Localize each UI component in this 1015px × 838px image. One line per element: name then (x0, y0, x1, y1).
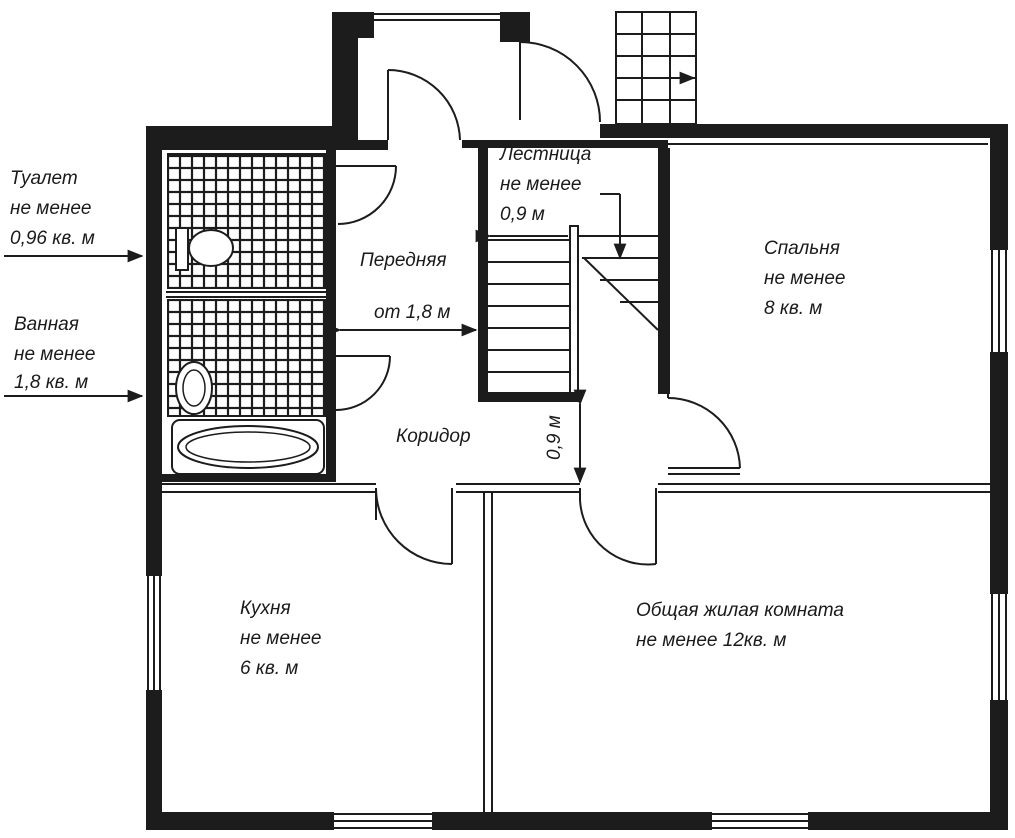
toilet-label-3: 0,96 кв. м (10, 228, 95, 249)
kitchen-label-3: 6 кв. м (240, 658, 298, 679)
front-hall-label: Передняя (360, 250, 447, 271)
door-bedroom (667, 394, 741, 475)
dimensions (4, 193, 627, 484)
door-entrance-left (387, 69, 461, 141)
bedroom-label-2: не менее (764, 268, 845, 289)
door-bathroom (335, 355, 391, 411)
hall-width-label: от 1,8 м (374, 302, 450, 323)
dimension-stair-width (475, 193, 627, 260)
window-left (147, 576, 161, 690)
door-toilet (336, 165, 397, 225)
labels: Туалет не менее 0,96 кв. м Ванная не мен… (10, 144, 845, 679)
window-right-upper (991, 250, 1007, 352)
doors (335, 40, 741, 566)
window-bottom-left (334, 813, 432, 829)
door-living (579, 488, 657, 566)
inner-stair (488, 225, 659, 395)
toilet-label-2: не менее (10, 198, 91, 219)
kitchen-label-2: не менее (240, 628, 321, 649)
window-right-lower (991, 594, 1007, 700)
door-kitchen (375, 487, 453, 565)
sink-icon (175, 361, 213, 415)
bathroom-label-1: Ванная (14, 314, 79, 335)
bedroom-label-3: 8 кв. м (764, 298, 822, 319)
stair-label-2: не менее (500, 174, 581, 195)
bathroom-label-3: 1,8 кв. м (14, 372, 88, 393)
outer-stair (615, 11, 697, 125)
bathroom (167, 299, 327, 475)
exterior-walls (146, 12, 1008, 830)
corridor-width-label: 0,9 м (544, 415, 565, 460)
toilet-room (167, 153, 327, 289)
stair-label-1: Лестница (498, 144, 591, 165)
kitchen-label-1: Кухня (240, 598, 291, 619)
corridor-label: Коридор (396, 426, 471, 447)
stair-label-3: 0,9 м (500, 204, 545, 225)
window-bottom-right (712, 813, 808, 829)
bedroom-label-1: Спальня (764, 238, 840, 259)
living-room-label-2: не менее 12кв. м (636, 630, 786, 651)
toilet-icon (175, 227, 234, 271)
door-entrance-right (519, 40, 601, 123)
bathroom-label-2: не менее (14, 344, 95, 365)
interior-partitions (162, 140, 990, 812)
bathtub-icon (171, 419, 325, 475)
toilet-label-1: Туалет (10, 168, 78, 189)
living-room-label-1: Общая жилая комната (636, 600, 844, 621)
